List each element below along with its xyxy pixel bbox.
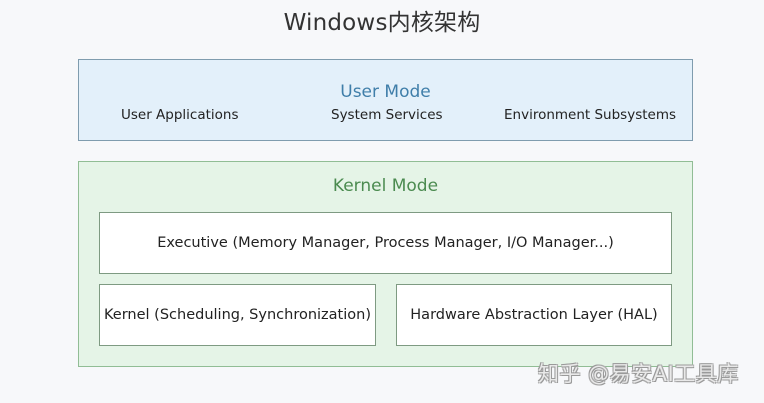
- user-mode-layer: User Mode User Applications System Servi…: [78, 59, 693, 141]
- system-services-label: System Services: [331, 107, 443, 123]
- executive-label: Executive (Memory Manager, Process Manag…: [157, 235, 614, 251]
- user-applications-label: User Applications: [121, 107, 239, 123]
- user-mode-title: User Mode: [340, 82, 431, 102]
- kernel-mode-layer: Kernel Mode Executive (Memory Manager, P…: [78, 161, 693, 367]
- executive-component: Executive (Memory Manager, Process Manag…: [99, 212, 672, 274]
- kernel-component: Kernel (Scheduling, Synchronization): [99, 284, 376, 346]
- kernel-mode-title: Kernel Mode: [332, 176, 439, 196]
- hal-label: Hardware Abstraction Layer (HAL): [410, 307, 658, 323]
- diagram-title: Windows内核架构: [283, 10, 481, 36]
- watermark: 知乎 @易安AI工具库: [538, 362, 739, 386]
- kernel-label: Kernel (Scheduling, Synchronization): [104, 307, 371, 323]
- hal-component: Hardware Abstraction Layer (HAL): [396, 284, 672, 346]
- environment-subsystems-label: Environment Subsystems: [504, 107, 677, 123]
